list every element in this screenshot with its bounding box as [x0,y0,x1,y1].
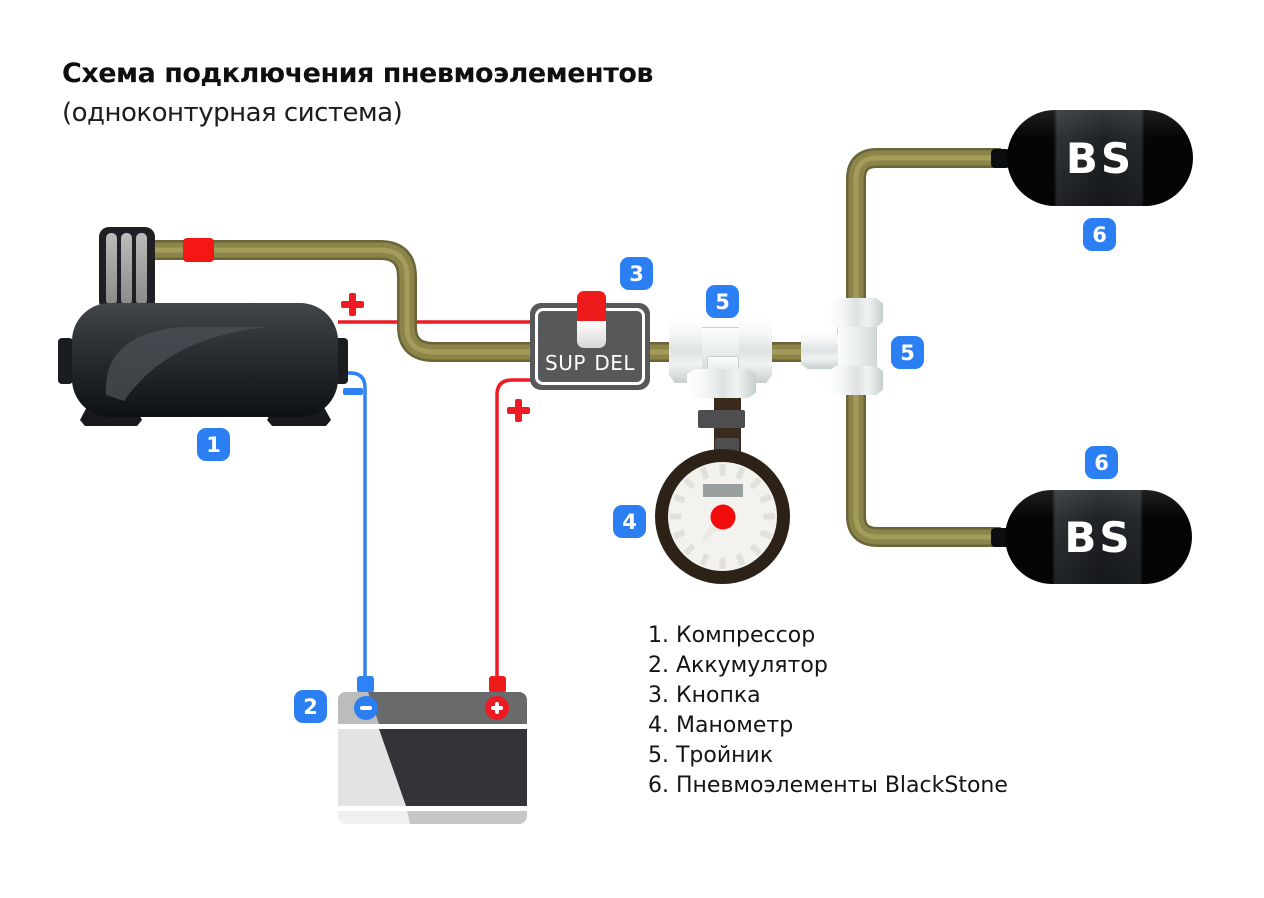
toggle-red-half [577,291,606,321]
tee-bottom-nut [828,366,883,395]
tee-branch-nut [801,330,838,369]
battery-divider [338,724,527,729]
compressor-highlight [105,327,268,401]
button-sup-label: SUP [545,351,586,375]
callout-tee-left: 5 [706,285,739,318]
callout-button: 3 [620,257,653,290]
air-tank-bottom: BS [1005,490,1192,584]
page-subtitle: (одноконтурная система) [62,98,403,128]
compressor-mount-left [58,338,73,384]
callout-tee-right: 5 [891,336,924,369]
callout-gauge: 4 [613,505,646,538]
legend-item: 4. Манометр [648,713,794,738]
tee-top-nut [828,298,883,327]
legend-item: 6. Пневмоэлементы BlackStone [648,773,1008,798]
minus-icon [343,388,363,395]
gauge-collar-small [715,438,739,452]
pressure-gauge [655,449,790,584]
battery-base-light [338,811,410,824]
battery-top-band [338,692,527,724]
button-toggle-switch [577,291,606,348]
compressor-rib [121,233,132,305]
callout-battery: 2 [294,690,327,723]
tank-logo: BS [1064,512,1133,562]
battery-base [338,811,527,824]
callout-tank-bottom: 6 [1085,446,1118,479]
battery-plus-terminal [485,696,509,720]
gauge-collar [698,410,745,428]
tank-logo: BS [1065,133,1135,183]
compressor-head [99,227,155,311]
button-del-label: DEL [594,351,635,375]
pipe-compressor-to-tee [151,240,831,362]
gauge-face [668,462,777,571]
pipe-tee-to-tanks [846,148,1001,547]
gauge-label-window [703,484,743,497]
callout-compressor: 1 [197,428,230,461]
battery-minus-connector [357,676,374,693]
compressor-tank [72,303,338,417]
legend-item: 5. Тройник [648,743,774,768]
battery-body-light [338,729,406,806]
battery [338,692,527,824]
plus-icon [341,293,364,316]
air-tank-top: BS [1007,110,1193,206]
legend-item: 1. Компрессор [648,623,816,648]
legend-item: 3. Кнопка [648,683,761,708]
compressor-rib [136,233,147,305]
legend: 1. Компрессор 2. Аккумулятор 3. Кнопка 4… [648,621,1008,801]
gauge-center-dot [710,504,736,530]
minus-icon [360,706,372,710]
callout-tank-top: 6 [1083,218,1116,251]
battery-body [338,729,527,806]
legend-item: 2. Аккумулятор [648,653,828,678]
tank-inlet-stub [991,149,1010,168]
battery-minus-terminal [354,696,378,720]
compressor-rib [106,233,117,305]
plus-icon [507,399,530,422]
battery-divider [338,806,527,811]
red-wire-button-battery [495,378,534,680]
tee-bottom-nut [687,369,756,398]
battery-plus-connector [489,676,506,693]
gauge-dial [670,464,775,569]
plus-icon [495,702,499,714]
toggle-white-half [577,321,606,348]
blue-wire-compressor-battery [336,371,367,680]
page-title: Схема подключения пневмоэлементов [62,58,654,89]
pipe-fitting-red [183,238,214,262]
